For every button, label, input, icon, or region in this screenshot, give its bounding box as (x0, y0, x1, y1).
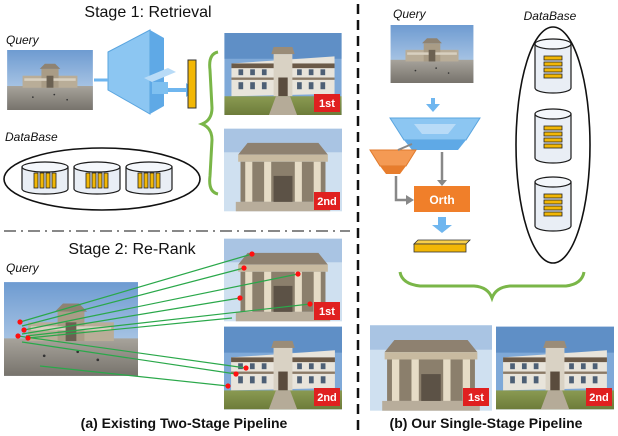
rerank-badge-1 (314, 302, 340, 320)
right-rank-badge-2 (586, 388, 612, 406)
left-caption: (a) Existing Two-Stage Pipeline (81, 415, 288, 431)
orth-block-label: Orth (429, 193, 454, 207)
rerank-badge-2-label: 2nd (317, 392, 337, 404)
right-database-cylinder-3 (534, 176, 572, 232)
single-stage-network-icon (389, 117, 481, 150)
rank-badge-1 (314, 94, 340, 112)
rerank-badge-1-label: 1st (319, 306, 335, 318)
arrow-down-1-icon (426, 98, 440, 112)
rank-badge-2 (314, 192, 340, 210)
right-rank-badge-1-label: 1st (468, 392, 484, 404)
right-rank-badge-1 (463, 388, 489, 406)
keypoint-matches (17, 253, 311, 387)
query-image (7, 50, 93, 110)
stage2-title: Stage 2: Re-Rank (68, 241, 196, 258)
right-rank-badge-2-label: 2nd (589, 392, 609, 404)
rank-badge-1-label: 1st (319, 98, 335, 110)
stage1-query-label: Query (6, 33, 40, 47)
keypoint-dots (15, 251, 313, 389)
rerank-badge-2 (314, 388, 340, 406)
orth-block (414, 186, 470, 212)
retrieval-brace-icon (197, 50, 219, 196)
database-cylinder-3 (125, 161, 173, 195)
stage1-title: Stage 1: Retrieval (84, 4, 211, 21)
right-database-cylinder-2 (534, 108, 572, 164)
right-query-image (390, 25, 474, 83)
right-query-label: Query (393, 7, 427, 21)
database-cylinder-1 (21, 161, 69, 195)
arrow-down-2-icon (432, 217, 452, 233)
result-brace-icon (398, 271, 586, 303)
right-caption: (b) Our Single-Stage Pipeline (390, 415, 583, 431)
global-feature-icon (187, 59, 197, 109)
rank-badge-2-label: 2nd (317, 196, 337, 208)
right-database-cylinder-1 (534, 38, 572, 94)
stage2-query-label: Query (6, 261, 40, 275)
single-stage-feature-icon (413, 239, 471, 253)
right-database-label: DataBase (524, 9, 577, 23)
database-cylinder-2 (73, 161, 121, 195)
orthogonal-branch-icon (369, 149, 417, 174)
database-label: DataBase (5, 130, 58, 144)
cnn-encoder-icon (107, 29, 176, 115)
